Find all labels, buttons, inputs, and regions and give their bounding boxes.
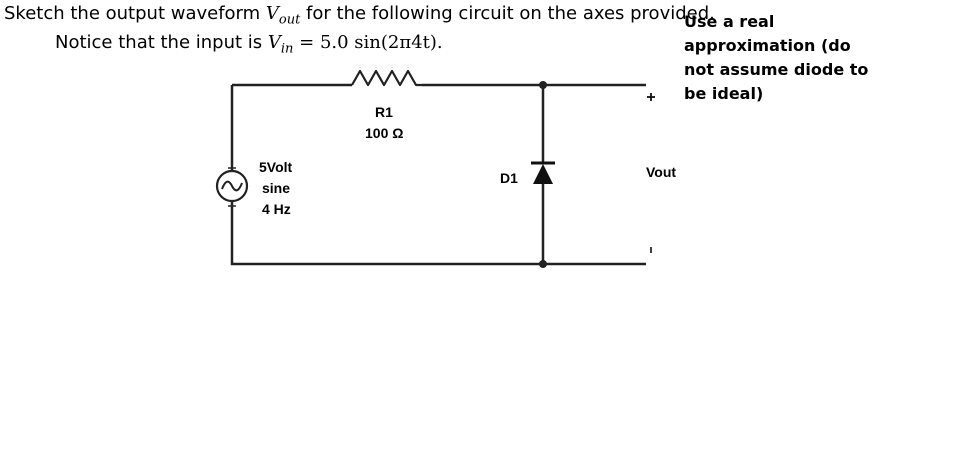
resistor-name: R1 [375,104,393,120]
junction-top [539,81,547,89]
diode-icon [531,161,555,184]
question-line-1-prefix: Sketch the output waveform [4,3,266,24]
question-line-2-prefix: Notice that the input is [55,32,268,53]
source-label-waveform: sine [262,180,291,196]
resistor-value: 100 Ω [365,125,404,141]
circuit-wires [230,83,646,266]
ac-voltage-source-icon [215,164,249,207]
wire-bottom [230,200,646,266]
question-line-1: Sketch the output waveform Vout for the … [4,3,715,28]
source-label-voltage: 5Volt [259,159,293,175]
question-line-2: Notice that the input is Vin = 5.0 sin(2… [55,32,443,57]
source-label-frequency: 4 Hz [262,201,291,217]
vout-symbol: Vout [265,3,301,28]
output-plus-terminal [647,93,655,101]
question-line-1-suffix: for the following circuit on the axes pr… [300,3,715,24]
junction-bottom [539,260,547,268]
vin-expression: Vin = 5.0 sin(2π4t). [267,32,443,57]
diode-name: D1 [500,170,518,186]
real-diode-note: Use a real approximation (do not assume … [684,12,869,103]
resistor-icon [351,69,422,87]
vout-label: Vout [646,164,677,180]
